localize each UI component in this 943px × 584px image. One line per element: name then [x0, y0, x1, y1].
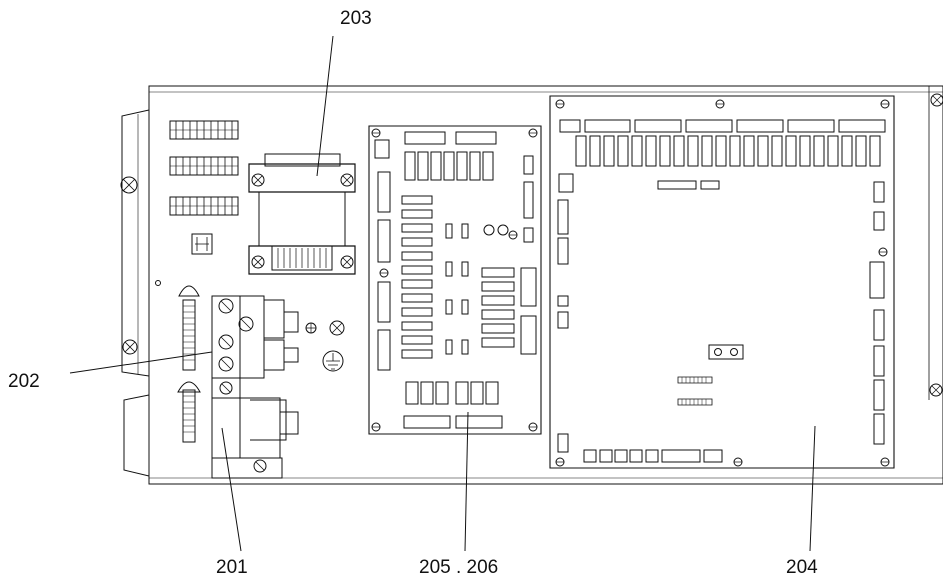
leader-lines	[70, 36, 815, 551]
callout-ground-connection: 202	[8, 371, 40, 392]
left-connectors	[170, 121, 238, 254]
main-board	[550, 96, 894, 468]
callout-terminal-block: 201	[216, 557, 248, 578]
callout-transformer: 203	[340, 8, 372, 29]
terminal-block	[178, 286, 344, 478]
callout-main-board: 204	[786, 557, 818, 578]
relay-board	[369, 126, 541, 434]
callout-relay-board: 205 . 206	[419, 557, 499, 578]
chassis	[121, 86, 943, 484]
transformer	[249, 154, 355, 274]
